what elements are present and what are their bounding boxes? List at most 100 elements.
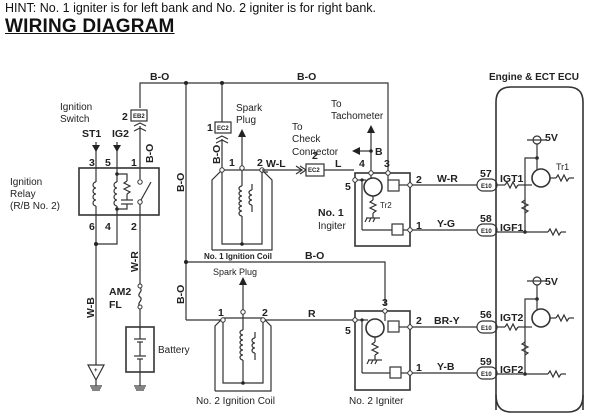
battery-label: Battery bbox=[158, 345, 190, 356]
coil1-pin-1: 1 bbox=[229, 157, 235, 169]
ecu-circuit-1 bbox=[497, 135, 574, 237]
wire-label-bo-lower: B-O bbox=[175, 285, 187, 304]
coil1-pin-2: 2 bbox=[257, 157, 263, 169]
tachometer-label-2: Tachometer bbox=[331, 111, 384, 122]
ecu-pin-59-num: 59 bbox=[480, 356, 492, 368]
ecu-pin-56-num: 56 bbox=[480, 309, 492, 321]
relay-pin-1: 1 bbox=[131, 157, 137, 169]
ec2-mid-pin: 2 bbox=[312, 150, 318, 162]
ecu-pin-59-conn: E10 bbox=[481, 372, 492, 378]
coil2-pin-1: 1 bbox=[218, 307, 224, 319]
ecu-pin-58-conn: E10 bbox=[481, 229, 492, 235]
ground-triangle-icon: + bbox=[87, 364, 105, 391]
ignition-relay bbox=[78, 160, 160, 236]
igniter-2 bbox=[352, 308, 413, 391]
relay-pin-5: 5 bbox=[105, 157, 111, 169]
igniter2-pin-2: 2 bbox=[416, 315, 422, 327]
coil1-spark-plug-label-2: Plug bbox=[236, 115, 256, 126]
coil2-spark-plug-label: Spark Plug bbox=[213, 267, 257, 277]
eb2-pin-label: 2 bbox=[122, 111, 128, 123]
coil2-label: No. 2 Ignition Coil bbox=[196, 396, 275, 407]
ig2-label: IG2 bbox=[112, 128, 129, 140]
page-title: WIRING DIAGRAM bbox=[5, 16, 175, 37]
ecu-pin-57-conn: E10 bbox=[481, 184, 492, 190]
igniter1-pin-3: 3 bbox=[384, 158, 390, 170]
wire-label-wr-relay: W-R bbox=[129, 251, 141, 272]
ec2-mid-name: EC2 bbox=[308, 168, 320, 174]
igf2-label: IGF2 bbox=[500, 364, 523, 376]
coil1-spark-plug-label-1: Spark bbox=[236, 103, 263, 114]
check-connector-arrow-icon bbox=[352, 147, 373, 155]
ecu-pin-59: 59 E10 bbox=[476, 356, 498, 380]
igniter1-pin-5: 5 bbox=[345, 181, 351, 193]
ec2-top-name: EC2 bbox=[217, 126, 229, 132]
relay-label-1: Ignition bbox=[10, 177, 42, 188]
wire-bo-top bbox=[139, 81, 389, 173]
tr2-label: Tr2 bbox=[380, 201, 392, 210]
wire-label-bo-top-left: B-O bbox=[150, 71, 169, 83]
fusible-link-label-2: FL bbox=[109, 299, 122, 311]
battery-icon bbox=[125, 326, 155, 391]
coil1-spark-arrow-icon bbox=[238, 129, 246, 168]
ignition-coil-1 bbox=[211, 165, 273, 251]
eb2-name: EB2 bbox=[133, 114, 145, 120]
check-connector-label-1: To bbox=[292, 122, 303, 133]
igniter2-pin-1: 1 bbox=[416, 362, 422, 374]
vcc1-label: 5V bbox=[545, 132, 558, 144]
wire-label-wb: W-B bbox=[85, 297, 97, 318]
ecu-title: Engine & ECT ECU bbox=[489, 72, 579, 83]
igniter1-label-1: No. 1 bbox=[318, 207, 344, 219]
ecu-pin-58-num: 58 bbox=[480, 213, 492, 225]
igniter1-pin-2: 2 bbox=[416, 174, 422, 186]
svg-text:+: + bbox=[94, 368, 98, 374]
ig2-arrow-icon bbox=[113, 142, 121, 160]
ecu-pin-56: 56 E10 bbox=[476, 309, 498, 334]
ecu-pin-58: 58 E10 bbox=[476, 213, 498, 237]
b-wire-label: B bbox=[375, 146, 383, 158]
wire-label-yb: Y-B bbox=[437, 361, 455, 373]
relay-pin-6: 6 bbox=[89, 221, 95, 233]
connector-ec2-mid: EC2 bbox=[305, 163, 325, 177]
st1-label: ST1 bbox=[82, 128, 101, 140]
wire-label-bo-main: B-O bbox=[175, 173, 187, 192]
igf1-label: IGF1 bbox=[500, 222, 523, 234]
relay-pin-2: 2 bbox=[131, 221, 137, 233]
relay-pin-3: 3 bbox=[89, 157, 95, 169]
ec2-top-pin: 1 bbox=[207, 122, 213, 134]
check-connector-label-2: Check bbox=[292, 134, 321, 145]
wire-label-bo-top-mid: B-O bbox=[297, 71, 316, 83]
fusible-link-icon bbox=[137, 283, 143, 330]
tachometer-label-1: To bbox=[331, 99, 342, 110]
coil1-label: No. 1 Ignition Coil bbox=[204, 252, 272, 261]
wire-label-bo-coil1: B-O bbox=[211, 145, 223, 164]
wire-label-bo-relay: B-O bbox=[144, 144, 156, 163]
wire-label-yg: Y-G bbox=[437, 218, 455, 230]
wire-wb bbox=[94, 236, 118, 365]
igniter2-pin-3: 3 bbox=[382, 297, 388, 309]
igt2-label: IGT2 bbox=[500, 312, 523, 324]
igniter2-pin-5: 5 bbox=[345, 325, 351, 337]
fusible-link-label-1: AM2 bbox=[109, 286, 131, 298]
wire-bo-main bbox=[184, 83, 386, 321]
wire-label-wl: W-L bbox=[266, 158, 286, 170]
vcc2-label: 5V bbox=[545, 276, 558, 288]
igniter1-pin-4: 4 bbox=[359, 158, 365, 170]
ecu-circuit-2 bbox=[497, 276, 574, 379]
ignition-switch-label-2: Switch bbox=[60, 114, 89, 125]
ecu-box-bottom bbox=[495, 394, 584, 413]
igt1-label: IGT1 bbox=[500, 173, 523, 185]
wire-label-r: R bbox=[308, 308, 316, 320]
igniter2-label: No. 2 Igniter bbox=[349, 396, 404, 407]
connector-eb2: EB2 bbox=[130, 109, 148, 179]
igniter1-label-2: Ingiter bbox=[318, 221, 346, 232]
hint-text: HINT: No. 1 igniter is for left bank and… bbox=[5, 1, 377, 15]
ignition-coil-2 bbox=[214, 309, 272, 392]
connector-ec2-top: EC2 bbox=[214, 83, 232, 170]
wire-label-bo-mid: B-O bbox=[305, 250, 324, 262]
check-connector-label-3: Connector bbox=[292, 147, 339, 158]
coil2-pin-2: 2 bbox=[262, 307, 268, 319]
ecu-pin-57: 57 E10 bbox=[476, 168, 498, 192]
ecu-pin-57-num: 57 bbox=[480, 168, 492, 180]
wire-label-wr-ecu: W-R bbox=[437, 173, 458, 185]
